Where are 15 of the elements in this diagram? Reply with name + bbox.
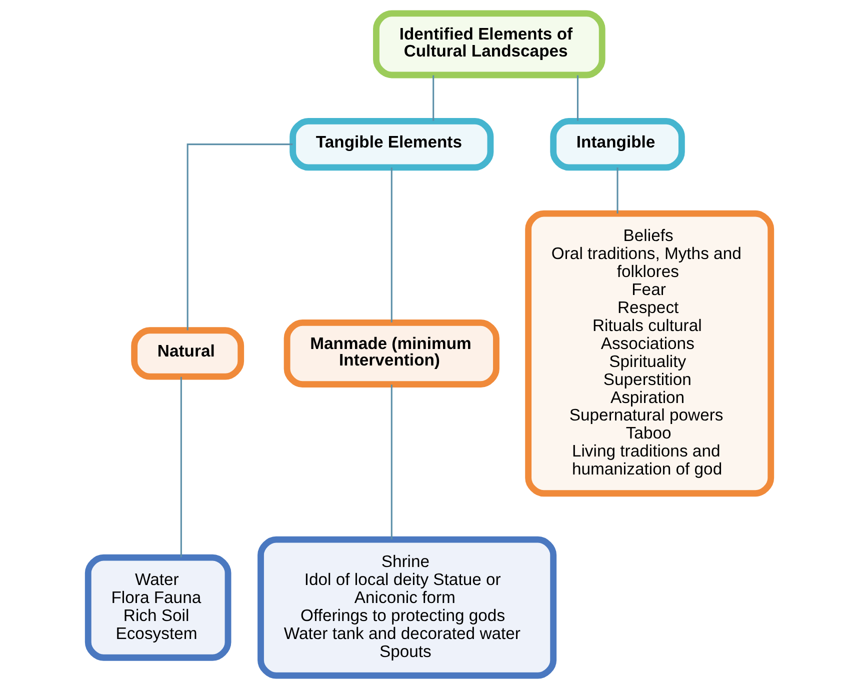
connector	[180, 376, 182, 558]
connector	[432, 75, 434, 121]
connector	[616, 168, 618, 214]
connector	[576, 75, 578, 121]
node-box: Water Flora Fauna Rich Soil Ecosystem	[84, 554, 232, 661]
node-box: Shrine Idol of local deity Statue or Aniconic form Offerings to protecting gods Water tank and decorated water Spouts	[258, 536, 557, 679]
node-box: Intangible	[550, 118, 685, 171]
node-box: Manmade (minimum Intervention)	[284, 319, 500, 388]
node-box: Beliefs Oral traditions, Myths and folklores Fear Respect Rituals cultural Associations Spirituality Superstition Aspiration Supernatural powers Taboo Living traditions and humanization of god	[525, 210, 774, 497]
node-box: Identified Elements of Cultural Landscapes	[373, 10, 606, 78]
node-box: Tangible Elements	[290, 118, 494, 171]
connector	[390, 168, 392, 322]
connector	[390, 384, 392, 540]
connector	[186, 144, 293, 330]
node-box: Natural	[131, 327, 244, 380]
